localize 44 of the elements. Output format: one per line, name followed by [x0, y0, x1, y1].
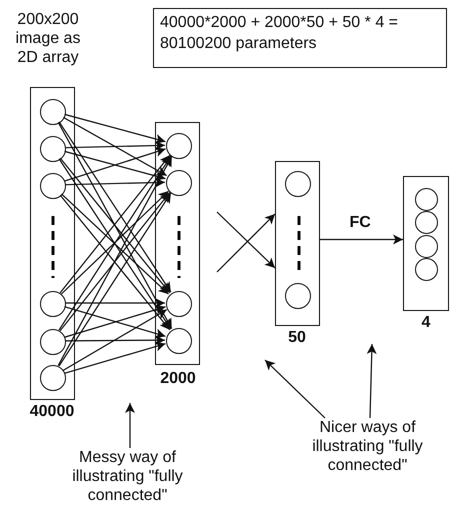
layer-box — [155, 122, 200, 365]
layer-size-label: 50 — [287, 329, 307, 347]
leader-arrow — [125, 403, 135, 448]
neuron-circle — [166, 291, 192, 317]
layer-size-label: 40000 — [28, 403, 76, 421]
neuron-circle — [40, 136, 66, 162]
neuron-circle — [285, 283, 311, 309]
arrow — [58, 156, 172, 366]
arrow — [64, 140, 166, 151]
arrow — [64, 342, 166, 374]
layer-box — [30, 87, 75, 400]
arrow — [64, 178, 166, 188]
arrow — [320, 234, 403, 244]
heading-text: 200x200 image as 2D array — [14, 10, 82, 67]
neuron-circle — [40, 329, 66, 355]
neuron-circle — [40, 173, 66, 199]
annotation-text: Messy way of illustrating "fully connected" — [60, 448, 195, 505]
neuron-circle — [40, 291, 66, 317]
formula-box: 40000*2000 + 2000*50 + 50 * 4 = 80100200 parameters — [153, 8, 447, 68]
arrow — [65, 335, 165, 346]
layer-box — [275, 161, 320, 326]
neuron-circle — [166, 133, 192, 159]
neuron-circle — [40, 99, 66, 125]
neuron-circle — [285, 171, 311, 197]
arrow — [58, 122, 172, 292]
arrow — [63, 116, 167, 176]
arrow — [64, 114, 166, 144]
arrow — [65, 298, 165, 308]
leader-arrow — [264, 360, 326, 418]
neuron-circle — [414, 258, 438, 281]
arrow — [58, 122, 172, 329]
layer-box — [403, 176, 449, 311]
layer-size-label: 4 — [420, 314, 432, 332]
leader-arrow — [366, 344, 377, 418]
neuron-circle — [414, 211, 438, 234]
neuron-circle — [166, 328, 192, 354]
arrow — [62, 309, 168, 371]
neuron-circle — [166, 170, 192, 196]
arrow — [58, 192, 172, 366]
annotation-text: Nicer ways of illustrating "fully connected" — [300, 418, 435, 475]
layer-size-label: 2000 — [159, 370, 197, 388]
neuron-circle — [414, 188, 438, 210]
neuron-circle — [414, 234, 438, 258]
neuron-circle — [40, 365, 66, 391]
